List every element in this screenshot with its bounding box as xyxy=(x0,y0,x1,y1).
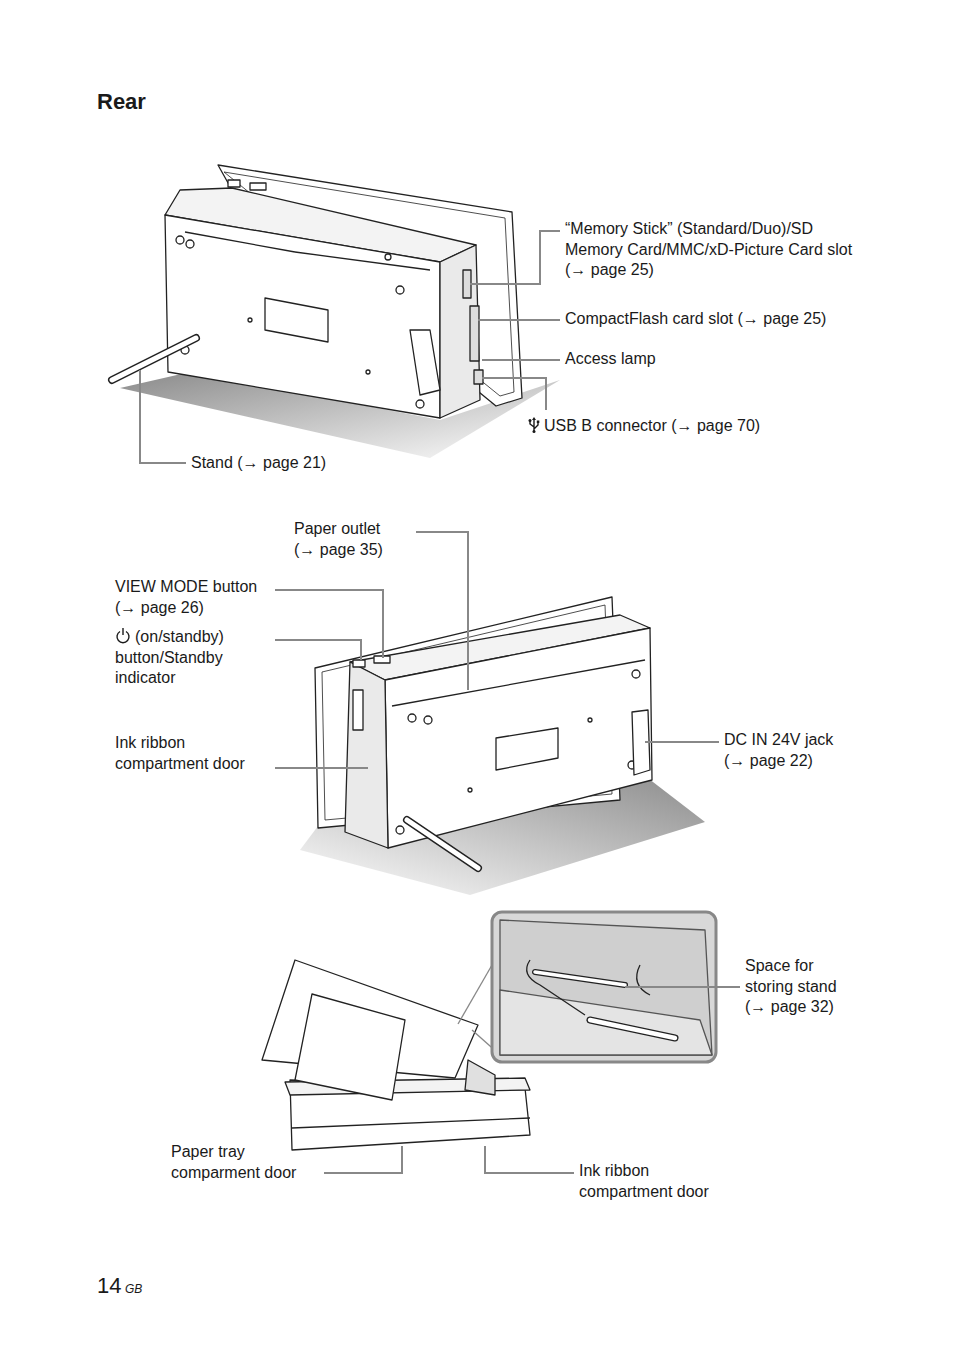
callout-label: Stand (→ page 21) xyxy=(191,453,391,474)
callout-text: Access lamp xyxy=(565,350,656,367)
usb-symbol xyxy=(528,417,540,433)
callout-text: “Memory Stick” (Standard/Duo)/SD Memory … xyxy=(565,220,852,278)
page-number: GB xyxy=(125,1279,165,1300)
callout-text: VIEW MODE button (→ page 26) xyxy=(115,578,257,616)
callout-label: Ink ribbon compartment door xyxy=(115,733,255,774)
callout-label: Ink ribbon compartment door xyxy=(579,1161,719,1202)
callout-text: DC IN 24V jack (→ page 22) xyxy=(724,731,833,769)
leader-lines xyxy=(140,231,740,1173)
callout-text: CompactFlash card slot (→ page 25) xyxy=(565,310,826,327)
page-heading: Rear xyxy=(97,89,146,115)
callout-text: Ink ribbon compartment door xyxy=(579,1162,709,1200)
page-number-text: GB xyxy=(125,1282,142,1296)
callout-text: Paper tray comparment door xyxy=(171,1143,296,1181)
callout-label: DC IN 24V jack (→ page 22) xyxy=(724,730,852,771)
callout-label: CompactFlash card slot (→ page 25) xyxy=(565,309,885,330)
power-symbol xyxy=(115,627,131,644)
callout-text: USB B connector (→ page 70) xyxy=(544,417,760,434)
callout-label: Paper tray comparment door xyxy=(171,1142,309,1183)
callout-label: USB B connector (→ page 70) xyxy=(528,416,828,437)
front-view-bottom xyxy=(262,912,716,1150)
callout-text: Space for storing stand (→ page 32) xyxy=(745,957,837,1015)
callout-label: Space for storing stand (→ page 32) xyxy=(745,956,853,1018)
callout-text: Paper outlet (→ page 35) xyxy=(294,520,383,558)
callout-label: (on/standby) button/Standby indicator xyxy=(115,627,247,689)
callout-label: Paper outlet (→ page 35) xyxy=(294,519,399,560)
rear-view-top xyxy=(112,165,560,458)
callout-text: (on/standby) button/Standby indicator xyxy=(115,628,224,686)
callout-label: “Memory Stick” (Standard/Duo)/SD Memory … xyxy=(565,219,855,281)
callout-label: VIEW MODE button (→ page 26) xyxy=(115,577,270,618)
callout-label: Access lamp xyxy=(565,349,765,370)
callout-text: Ink ribbon compartment door xyxy=(115,734,245,772)
callout-text: Stand (→ page 21) xyxy=(191,454,326,471)
page-number-text: 14 xyxy=(97,1273,121,1298)
